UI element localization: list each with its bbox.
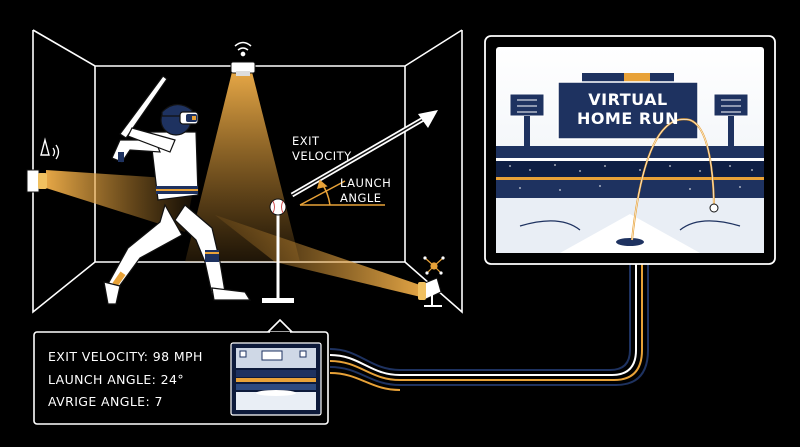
right-sensor-beam (215, 215, 425, 298)
launch-angle-indicator (299, 179, 385, 206)
floor-sensor-icon (418, 277, 442, 307)
stats-readout: EXIT VELOCITY: 98 MPH LAUNCH ANGLE: 24° … (48, 346, 203, 414)
batting-tee (262, 214, 294, 303)
exit-velocity-stat: EXIT VELOCITY: 98 MPH (48, 349, 203, 364)
launch-angle-stat: LAUNCH ANGLE: 24° (48, 371, 184, 387)
mini-stadium-preview (230, 342, 322, 416)
exit-velocity-label-line1: EXIT (292, 134, 320, 148)
exit-velocity-arrow (290, 110, 438, 198)
ceiling-camera-icon (230, 61, 256, 76)
exit-velocity-label-line2: VELOCITY (292, 149, 352, 163)
exit-velocity-label: EXIT VELOCITY (292, 134, 352, 164)
wifi-icon (234, 41, 252, 57)
virtual-baseball-icon (709, 203, 719, 213)
avrige-angle-stat: AVRIGE ANGLE: 7 (48, 394, 163, 409)
stadium-light-right (713, 93, 749, 146)
sensor-array-icon (423, 256, 445, 275)
launch-angle-label: LAUNCH ANGLE (340, 176, 391, 206)
virtual-display-monitor (484, 35, 776, 265)
title-line1: VIRTUAL (588, 90, 668, 109)
radar-sensor-icon (26, 137, 60, 193)
stadium-light-left (509, 93, 545, 146)
data-cable (329, 262, 649, 391)
top-camera-beam (185, 72, 300, 262)
baseball-icon (269, 198, 287, 216)
batter-figure (103, 75, 252, 305)
title-line2: HOME RUN (576, 109, 680, 128)
virtual-home-run-title: VIRTUAL HOME RUN (562, 90, 694, 128)
launch-angle-label-line1: LAUNCH (340, 176, 392, 190)
launch-angle-label-line2: ANGLE (340, 191, 382, 205)
